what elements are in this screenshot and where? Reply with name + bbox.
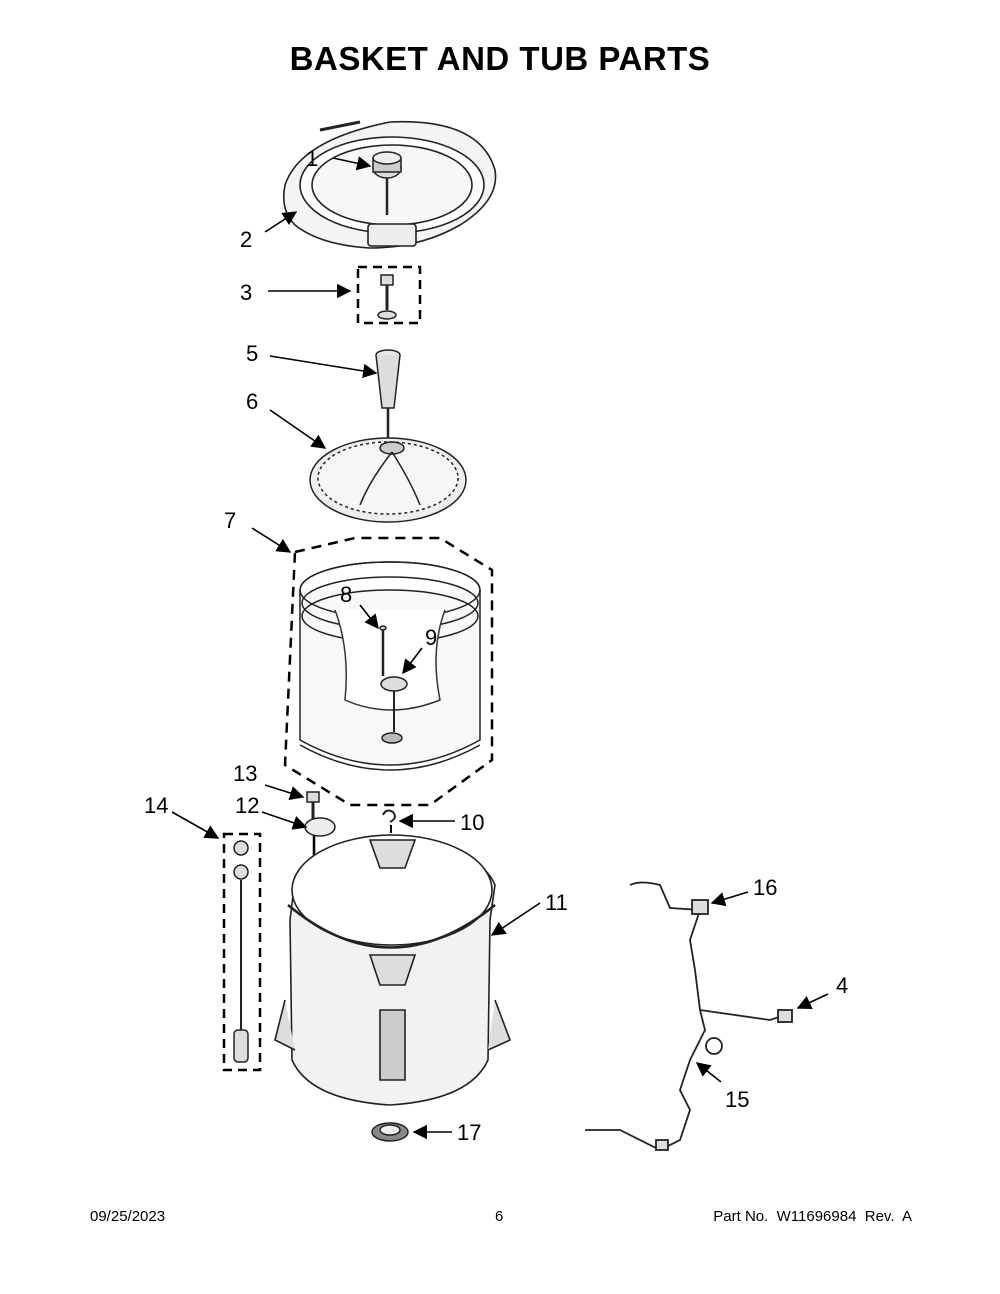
clip-part [382, 809, 396, 823]
basket-outline-group [283, 536, 494, 807]
suspension-rod-group [222, 832, 262, 1072]
callout-5: 5 [246, 341, 258, 366]
bolt-part [377, 274, 397, 320]
agitator-cap-part [372, 151, 402, 215]
tub-ring-part [282, 120, 497, 249]
suspension-rod-part [233, 840, 249, 1063]
callout-12: 12 [235, 793, 259, 818]
impeller-part [309, 437, 467, 523]
callout-6: 6 [246, 389, 258, 414]
footer-part-number: Part No. W11696984 Rev. A [713, 1208, 912, 1225]
footer-date: 09/25/2023 [90, 1208, 166, 1225]
callout-2: 2 [240, 227, 252, 252]
callout-11: 11 [545, 890, 568, 915]
callout-arrows [171, 156, 829, 1140]
wire-harness-part [585, 881, 793, 1152]
page-title: BASKET AND TUB PARTS [289, 40, 711, 77]
bolt-kit-group [356, 265, 422, 325]
callout-9: 9 [425, 625, 437, 650]
basket-hub-part [380, 676, 408, 732]
bracket-part [304, 817, 336, 837]
callout-1: 1 [306, 146, 318, 171]
basket-bolt-part [379, 625, 387, 676]
tub-seal-part [371, 1122, 409, 1142]
footer-page-number: 6 [495, 1208, 504, 1225]
callout-16: 16 [753, 875, 777, 900]
callout-3: 3 [240, 280, 252, 305]
drive-bell-part [375, 349, 401, 438]
callout-8: 8 [340, 582, 352, 607]
callout-13: 13 [233, 761, 257, 786]
callout-7: 7 [224, 508, 236, 533]
callout-4: 4 [836, 973, 848, 998]
outer-tub-part [274, 834, 512, 1106]
screw-part [306, 791, 320, 820]
basket-part [299, 561, 481, 771]
callout-14: 14 [144, 793, 168, 818]
callout-17: 17 [457, 1120, 481, 1145]
callout-10: 10 [460, 810, 484, 835]
callout-15: 15 [725, 1087, 749, 1112]
